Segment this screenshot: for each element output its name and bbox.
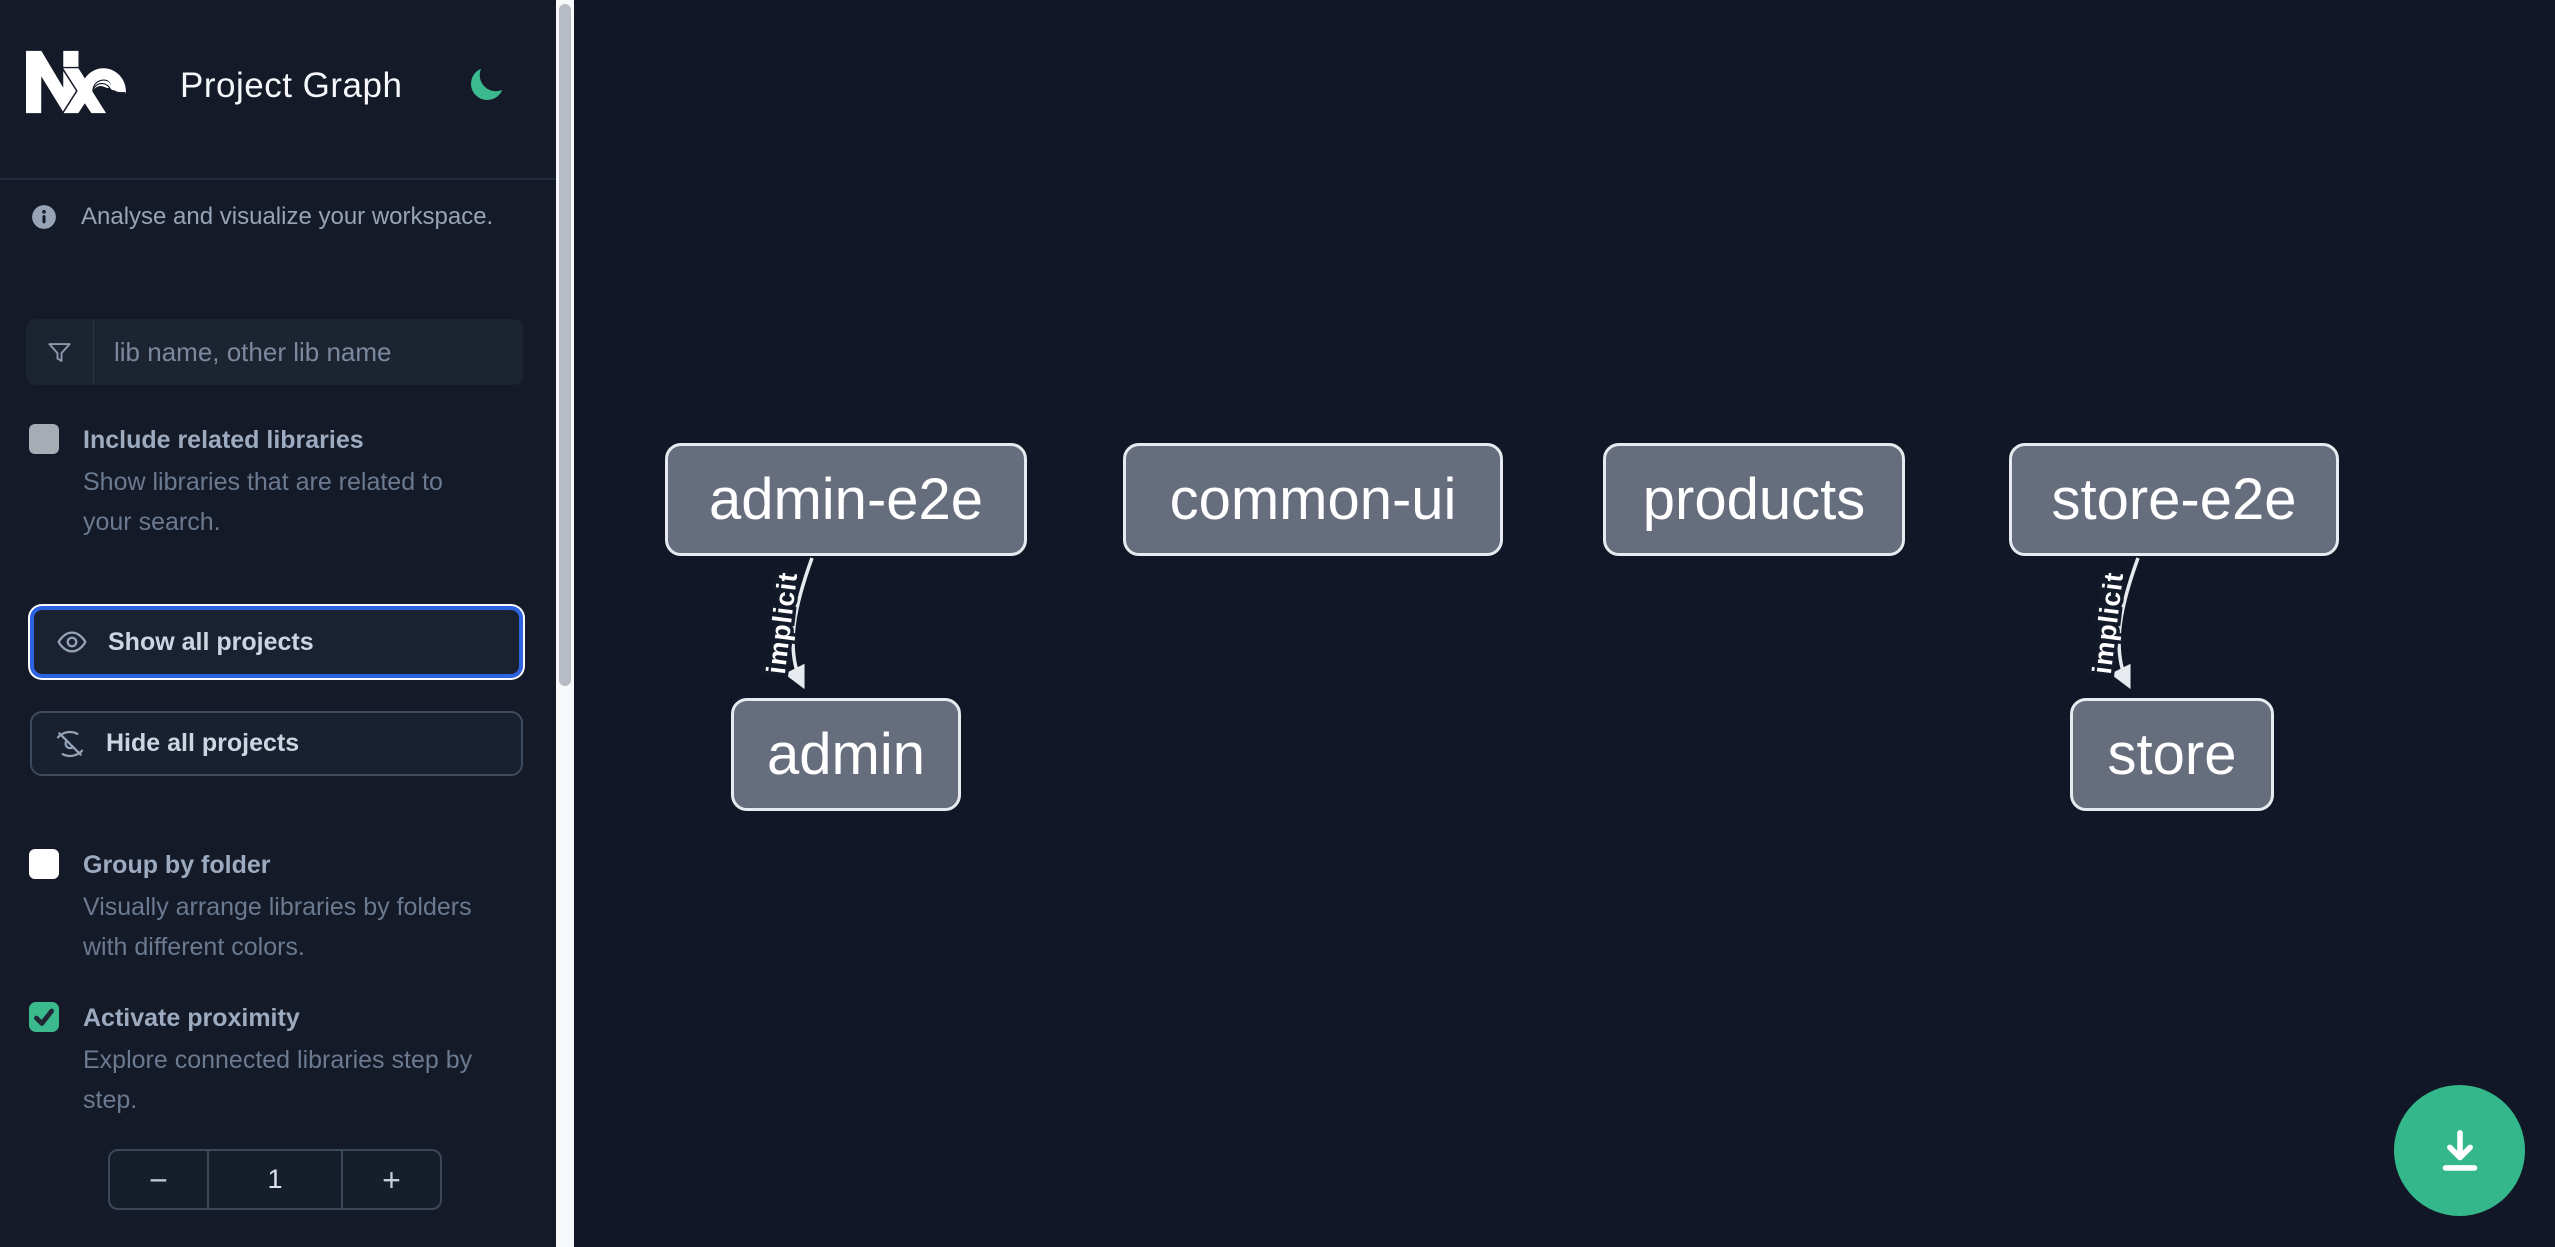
workspace-tagline: Analyse and visualize your workspace. (81, 203, 494, 230)
group-by-folder-description: Visually arrange libraries by folders wi… (83, 893, 472, 961)
graph-node-store-e2e[interactable]: store-e2e (2009, 443, 2339, 556)
hide-all-projects-button[interactable]: Hide all projects (30, 711, 523, 776)
search-box (26, 319, 523, 385)
proximity-depth-stepper: − 1 + (108, 1149, 442, 1210)
moon-icon (471, 68, 503, 100)
sidebar-scrollbar-thumb[interactable] (559, 4, 571, 686)
graph-node-admin[interactable]: admin (731, 698, 961, 811)
page-title: Project Graph (180, 66, 403, 105)
graph-node-store[interactable]: store (2070, 698, 2274, 811)
sidebar-scrollbar-track (556, 0, 574, 1247)
hide-all-projects-label: Hide all projects (106, 729, 300, 757)
eye-icon (57, 631, 87, 653)
info-icon (32, 205, 56, 229)
option-group-by-folder: Group by folder Visually arrange librari… (29, 849, 499, 967)
option-include-related: Include related libraries Show libraries… (29, 424, 499, 542)
increment-button[interactable]: + (343, 1151, 440, 1208)
dark-mode-toggle[interactable] (464, 64, 508, 108)
group-by-folder-checkbox[interactable] (29, 849, 59, 879)
graph-node-admin-e2e[interactable]: admin-e2e (665, 443, 1027, 556)
nx-logo-icon (26, 50, 126, 114)
sidebar-header: Project Graph (0, 0, 556, 178)
show-all-projects-button[interactable]: Show all projects (30, 606, 523, 678)
activate-proximity-description: Explore connected libraries step by step… (83, 1046, 473, 1114)
proximity-depth-value[interactable]: 1 (207, 1151, 343, 1208)
show-all-projects-label: Show all projects (108, 627, 314, 656)
group-by-folder-label: Group by folder (83, 851, 271, 879)
include-related-description: Show libraries that are related to your … (83, 468, 443, 536)
funnel-icon (26, 319, 94, 385)
graph-canvas[interactable] (574, 0, 2555, 1247)
activate-proximity-checkbox[interactable] (29, 1002, 59, 1032)
graph-node-products[interactable]: products (1603, 443, 1905, 556)
check-icon (34, 1008, 54, 1026)
option-activate-proximity: Activate proximity Explore connected lib… (29, 1002, 499, 1120)
workspace-tagline-row: Analyse and visualize your workspace. (31, 203, 493, 231)
decrement-button[interactable]: − (110, 1151, 207, 1208)
include-related-checkbox[interactable] (29, 424, 59, 454)
header-divider (0, 178, 556, 180)
activate-proximity-label: Activate proximity (83, 1004, 300, 1032)
include-related-label: Include related libraries (83, 426, 364, 454)
download-graph-button[interactable] (2394, 1085, 2525, 1216)
eye-off-icon (56, 730, 84, 757)
graph-node-common-ui[interactable]: common-ui (1123, 443, 1503, 556)
download-icon (2442, 1129, 2477, 1171)
sidebar: Project Graph Analyse and visualize your… (0, 0, 556, 1247)
filter-input[interactable] (94, 319, 523, 385)
